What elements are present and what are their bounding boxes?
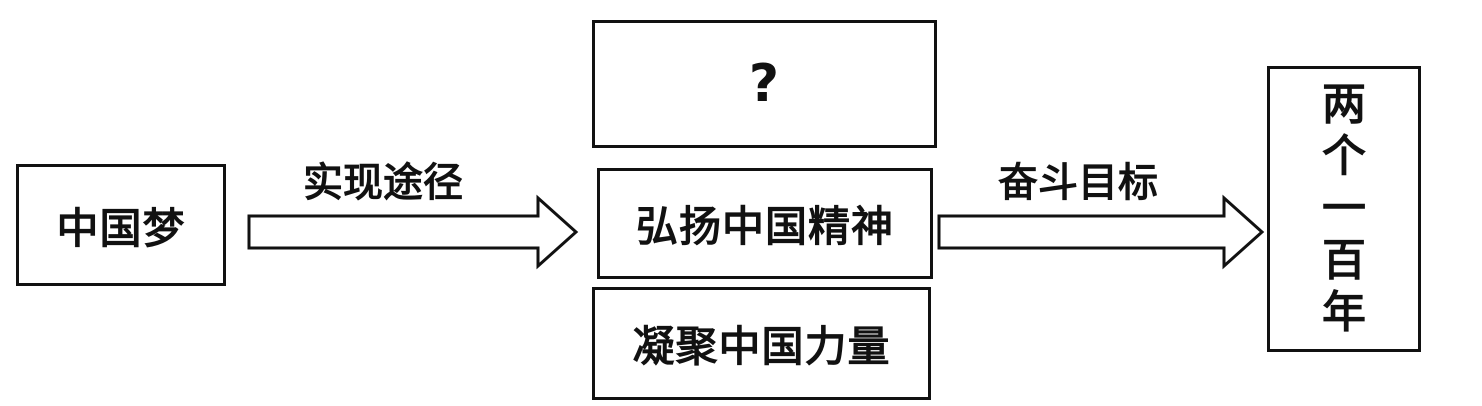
- question-mark: ?: [748, 54, 781, 114]
- spirit-text: 弘扬中国精神: [635, 202, 894, 251]
- path-label: 实现途径: [303, 160, 463, 206]
- two-centenary-goals-box: 两 个 一 百 年: [1267, 66, 1421, 352]
- goal-label: 奋斗目标: [998, 160, 1158, 206]
- question-box: ?: [592, 20, 937, 148]
- arrow-path: [247, 194, 579, 270]
- spirit-box: 弘扬中国精神: [597, 168, 933, 279]
- goal-char: 年: [1322, 287, 1366, 338]
- strength-text: 凝聚中国力量: [632, 322, 891, 371]
- goal-char: 个: [1322, 131, 1366, 182]
- goal-char: 百: [1322, 235, 1366, 286]
- china-dream-box: 中国梦: [16, 164, 226, 286]
- china-dream-text: 中国梦: [56, 203, 186, 253]
- arrow-goal: [937, 194, 1265, 270]
- strength-box: 凝聚中国力量: [592, 287, 931, 400]
- goal-char: 两: [1322, 79, 1366, 130]
- goal-char: 一: [1322, 183, 1366, 234]
